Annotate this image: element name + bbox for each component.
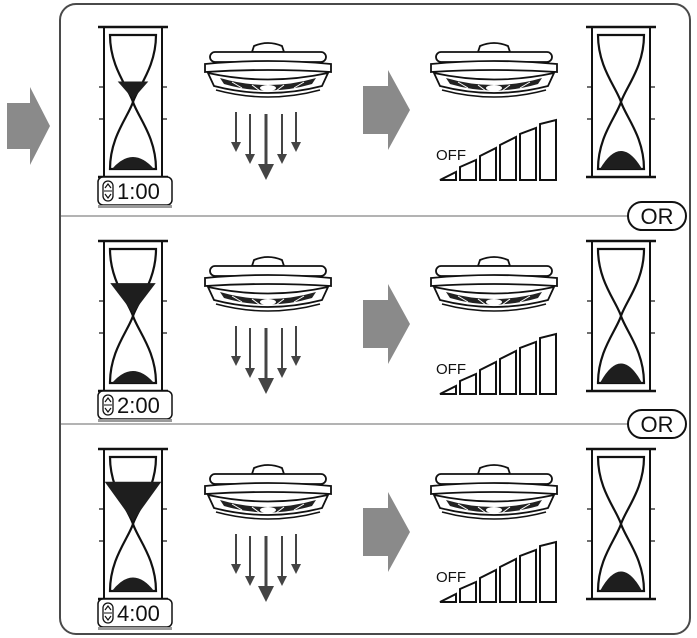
sand-bottom (600, 151, 642, 169)
timer-row: 1:00 OFF (96, 25, 658, 208)
timer-underline (98, 627, 172, 630)
sand-bottom (112, 577, 154, 591)
timer-underline (98, 205, 172, 208)
off-label: OFF (436, 361, 466, 378)
hourglass-frame (96, 25, 170, 179)
ceiling-fan-icon (204, 464, 332, 520)
or-label: OR (641, 204, 674, 229)
timer-row: 4:00 OFF (96, 447, 658, 630)
start-arrow-icon (7, 87, 50, 165)
hourglass-icon (96, 25, 170, 179)
sand-top (117, 81, 149, 99)
hourglass-icon (584, 239, 658, 393)
sand-top (110, 283, 156, 313)
timer-display: 2:00 (97, 390, 173, 422)
hourglass-icon (584, 25, 658, 179)
sand-bottom (112, 157, 154, 169)
panel-frame (59, 3, 691, 635)
hourglass-frame (96, 447, 170, 601)
hourglass-icon (584, 447, 658, 601)
sand-top (104, 481, 162, 521)
ceiling-fan-icon (430, 464, 558, 520)
hourglass-frame (96, 239, 170, 393)
ceiling-fan-icon (430, 256, 558, 312)
timer-value: 4:00 (117, 601, 160, 626)
off-label: OFF (436, 147, 466, 164)
or-separator: OR (627, 201, 687, 231)
timer-value: 2:00 (117, 393, 160, 418)
ceiling-fan-icon (430, 42, 558, 98)
timer-display: 1:00 (97, 176, 173, 208)
right-arrow-icon (363, 70, 410, 150)
timer-value: 1:00 (117, 179, 160, 204)
stepper-icon (102, 602, 114, 624)
timer-row: 2:00 OFF (96, 239, 658, 422)
or-label: OR (641, 412, 674, 437)
stepper-icon (102, 394, 114, 416)
right-arrow-icon (363, 492, 410, 572)
airflow-arrows-icon (229, 324, 303, 396)
right-arrow-icon (363, 284, 410, 364)
off-label: OFF (436, 569, 466, 586)
sand-bottom (600, 363, 642, 383)
hourglass-icon (96, 447, 170, 601)
airflow-arrows-icon (229, 110, 303, 182)
timer-underline (98, 419, 172, 422)
or-separator: OR (627, 409, 687, 439)
ceiling-fan-icon (204, 42, 332, 98)
ceiling-fan-icon (204, 256, 332, 312)
stepper-icon (102, 180, 114, 202)
sand-bottom (600, 571, 642, 591)
hourglass-icon (96, 239, 170, 393)
sand-bottom (112, 371, 154, 383)
airflow-arrows-icon (229, 532, 303, 604)
timer-display: 4:00 (97, 598, 173, 630)
